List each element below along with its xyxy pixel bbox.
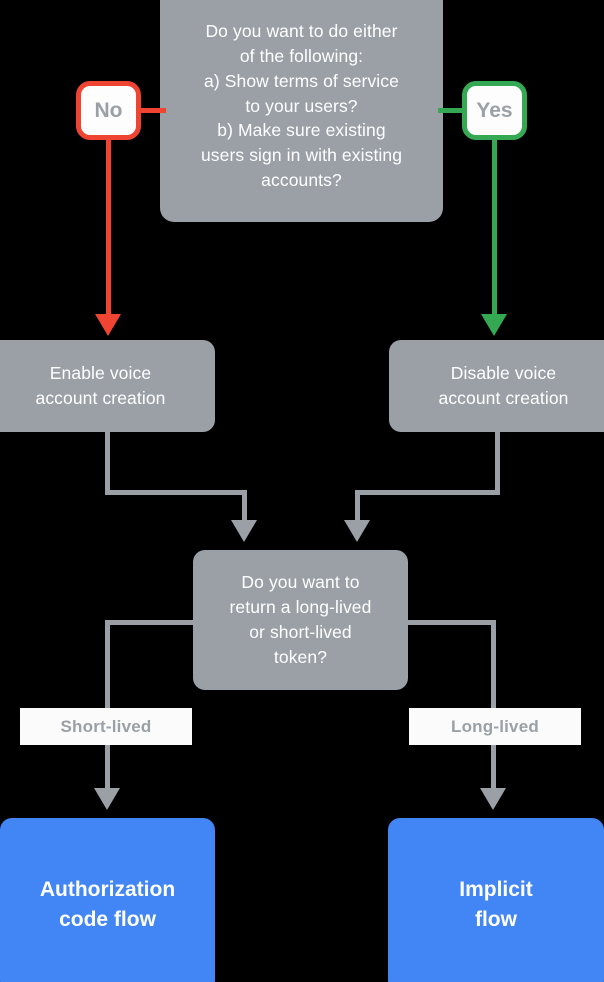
edge-disable-voice-vertical-1 [495, 432, 500, 495]
process-node-enable-voice-account-creation-label: Enable voice account creation [35, 363, 166, 408]
terminal-node-implicit-flow-label: Implicit flow [459, 877, 533, 931]
decision-node-token-lifetime: Do you want to return a long-lived or sh… [193, 550, 408, 690]
process-node-disable-voice-account-creation: Disable voice account creation [389, 340, 604, 432]
edge-enable-voice-vertical-1 [105, 432, 110, 495]
edge-label-short-lived-text: Short-lived [60, 716, 152, 736]
edge-enable-voice-arrowhead [231, 520, 257, 542]
decision-node-token-lifetime-label: Do you want to return a long-lived or sh… [229, 572, 372, 667]
terminal-node-authorization-code-flow-label: Authorization code flow [39, 877, 176, 931]
edge-yes-to-disable-voice-arrowhead [481, 314, 507, 336]
edge-no-to-enable-voice-line [106, 136, 111, 314]
edge-decision-to-yes [438, 108, 466, 113]
edge-enable-voice-vertical-2 [242, 490, 247, 522]
edge-long-lived-horizontal [398, 620, 496, 625]
edge-disable-voice-vertical-2 [355, 490, 360, 522]
answer-pill-yes[interactable]: Yes [462, 81, 527, 140]
terminal-node-implicit-flow: Implicit flow [388, 818, 604, 982]
process-node-disable-voice-account-creation-label: Disable voice account creation [438, 363, 569, 408]
edge-enable-voice-horizontal [105, 490, 247, 495]
edge-long-lived-vertical [491, 620, 496, 790]
edge-no-to-enable-voice-arrowhead [95, 314, 121, 336]
terminal-node-authorization-code-flow: Authorization code flow [0, 818, 215, 982]
answer-pill-yes-label: Yes [476, 98, 513, 122]
edge-disable-voice-arrowhead [344, 520, 370, 542]
edge-short-lived-vertical [105, 620, 110, 790]
edge-yes-to-disable-voice-line [492, 136, 497, 314]
edge-label-short-lived: Short-lived [20, 708, 192, 745]
process-node-enable-voice-account-creation: Enable voice account creation [0, 340, 215, 432]
edge-short-lived-arrowhead [94, 788, 120, 810]
answer-pill-no[interactable]: No [76, 81, 141, 140]
decision-node-terms-of-service-label: Do you want to do either of the followin… [200, 21, 403, 191]
decision-node-terms-of-service: Do you want to do either of the followin… [160, 0, 443, 222]
edge-disable-voice-horizontal [355, 490, 500, 495]
edge-no-to-decision [138, 108, 166, 113]
edge-label-long-lived-text: Long-lived [451, 716, 539, 736]
edge-short-lived-horizontal [105, 620, 203, 625]
edge-long-lived-arrowhead [480, 788, 506, 810]
answer-pill-no-label: No [94, 98, 123, 122]
edge-label-long-lived: Long-lived [409, 708, 581, 745]
